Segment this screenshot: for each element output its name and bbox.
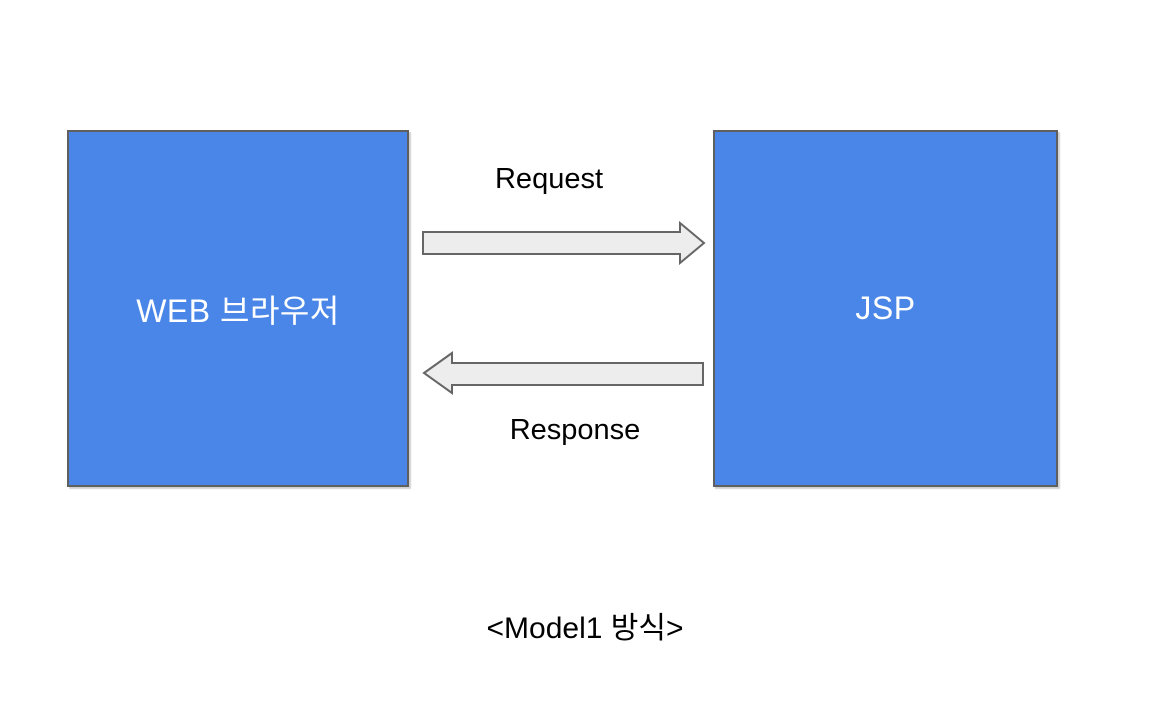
left-arrow-icon bbox=[422, 351, 704, 395]
web-browser-box-label: WEB 브라우저 bbox=[136, 292, 340, 329]
web-browser-box: WEB 브라우저 bbox=[67, 130, 409, 487]
right-arrow-icon bbox=[422, 221, 706, 265]
jsp-box: JSP bbox=[713, 130, 1058, 487]
jsp-box-label: JSP bbox=[855, 290, 916, 326]
diagram-caption: <Model1 방식> bbox=[486, 612, 684, 645]
response-label: Response bbox=[509, 414, 641, 446]
request-label: Request bbox=[494, 163, 604, 195]
